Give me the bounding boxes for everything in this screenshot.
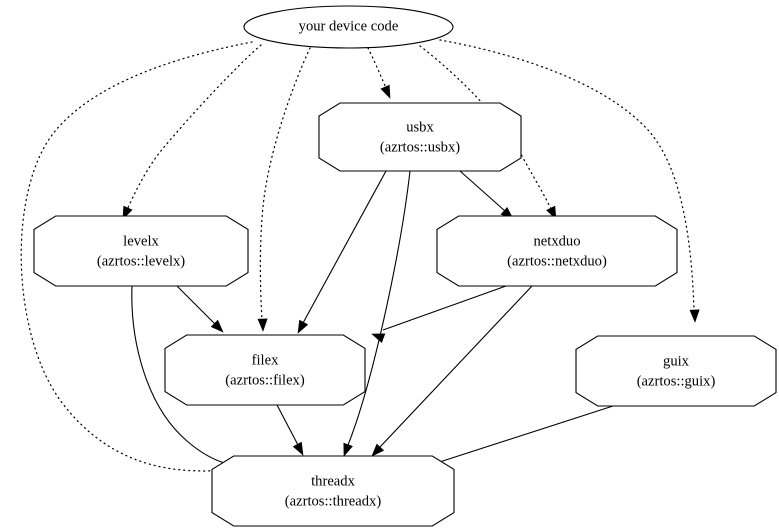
edge-device-to-threadx [20, 41, 253, 472]
node-threadx[interactable]: threadx(azrtos::threadx) [211, 455, 455, 527]
edge-levelx-to-filex [176, 285, 216, 325]
edge-levelx-to-threadx [131, 285, 233, 466]
arrowhead-netxduo-to-filex [371, 333, 386, 343]
node-filex[interactable]: filex(azrtos::filex) [164, 334, 366, 406]
node-sublabel-usbx: (azrtos::usbx) [380, 139, 460, 155]
edge-netxduo-to-filex [382, 285, 507, 331]
node-shape-netxduo [436, 215, 678, 287]
edge-filex-to-threadx [276, 404, 299, 446]
edge-device-to-usbx [367, 47, 387, 89]
node-label-device: your device code [299, 18, 399, 34]
node-sublabel-filex: (azrtos::filex) [225, 372, 305, 388]
node-shape-usbx [318, 102, 522, 172]
edge-usbx-to-threadx [347, 170, 411, 446]
node-shape-device [243, 5, 454, 49]
edge-device-to-filex [259, 47, 311, 321]
node-guix[interactable]: guix(azrtos::guix) [575, 335, 777, 407]
edge-device-to-netxduo [419, 45, 552, 210]
node-label-threadx: threadx [311, 473, 355, 489]
node-shape-threadx [211, 455, 455, 527]
node-shape-levelx [33, 215, 249, 287]
arrowhead-filex-to-threadx [292, 441, 304, 456]
node-sublabel-levelx: (azrtos::levelx) [97, 253, 185, 269]
edge-usbx-to-netxduo [459, 170, 506, 212]
node-sublabel-netxduo: (azrtos::netxduo) [507, 253, 607, 269]
arrowhead-usbx-to-threadx [343, 442, 353, 457]
edge-netxduo-to-threadx [379, 285, 533, 448]
node-netxduo[interactable]: netxduo(azrtos::netxduo) [436, 215, 678, 287]
arrowhead-usbx-to-filex [297, 319, 309, 334]
node-label-netxduo: netxduo [533, 233, 580, 249]
edge-usbx-to-filex [302, 170, 387, 324]
edge-device-to-guix [439, 39, 695, 311]
node-usbx[interactable]: usbx(azrtos::usbx) [318, 102, 522, 172]
node-levelx[interactable]: levelx(azrtos::levelx) [33, 215, 249, 287]
node-shape-filex [164, 334, 366, 406]
node-device[interactable]: your device code [243, 5, 454, 49]
node-sublabel-guix: (azrtos::guix) [637, 373, 716, 389]
node-label-guix: guix [663, 353, 690, 369]
arrowhead-levelx-to-filex [210, 319, 224, 333]
node-shape-guix [575, 335, 777, 407]
arrowhead-device-to-usbx [380, 84, 391, 99]
arrowhead-netxduo-to-threadx [371, 443, 385, 457]
arrowhead-device-to-guix [689, 309, 700, 323]
node-sublabel-threadx: (azrtos::threadx) [285, 493, 382, 509]
node-label-filex: filex [252, 352, 279, 368]
node-label-levelx: levelx [123, 233, 159, 249]
edge-guix-to-threadx [420, 405, 614, 469]
nodes-layer: your device codeusbx(azrtos::usbx)levelx… [33, 5, 777, 527]
node-label-usbx: usbx [406, 119, 434, 135]
edge-device-to-levelx [126, 44, 262, 211]
arrowhead-device-to-filex [257, 318, 268, 332]
